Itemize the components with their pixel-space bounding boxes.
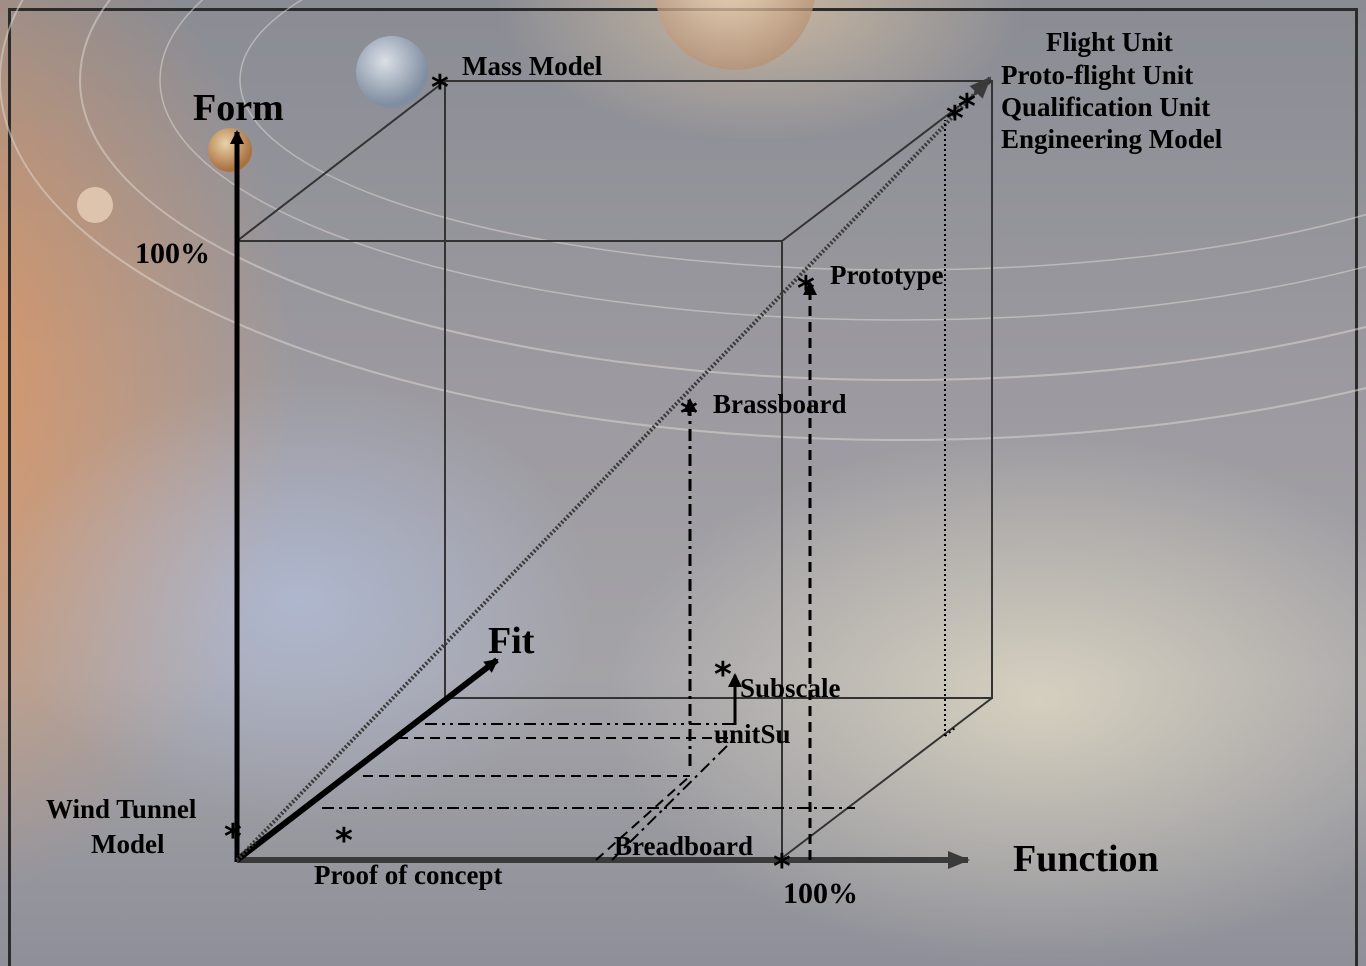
planet-icon xyxy=(77,187,113,223)
proto-flight-unit-label: Proto-flight Unit xyxy=(1001,60,1193,90)
cube-edges xyxy=(236,80,993,859)
brassboard-marker: * xyxy=(680,394,698,434)
cube-edge xyxy=(781,697,993,859)
engineering-model-label: Engineering Model xyxy=(1001,124,1223,154)
subscale-label: Subscale xyxy=(740,673,841,703)
flight-unit-label: Flight Unit xyxy=(1046,27,1173,57)
flight-unit-guide xyxy=(944,727,956,737)
orbit-rings xyxy=(0,0,1366,441)
cube-front-face xyxy=(237,240,783,858)
cube-edge xyxy=(236,80,446,242)
guide-line xyxy=(611,737,736,861)
mass-model-marker: * xyxy=(431,68,449,108)
breadboard-marker: * xyxy=(773,847,791,887)
subscale-marker: * xyxy=(714,655,732,695)
cube-edge xyxy=(781,80,993,242)
breadboard-label: Breadboard xyxy=(614,831,753,861)
fit-axis-title: Fit xyxy=(488,620,535,662)
wind-tunnel-label-line2: Model xyxy=(91,829,165,859)
wind-tunnel-marker: * xyxy=(224,817,242,857)
mass-model-label: Mass Model xyxy=(462,51,603,81)
proof-of-concept-label: Proof of concept xyxy=(314,860,502,890)
proof-of-concept-marker: * xyxy=(335,821,353,861)
wind-tunnel-label: Wind Tunnel xyxy=(46,794,197,824)
function-axis-title: Function xyxy=(1013,838,1159,880)
diagonal-arrow xyxy=(235,76,992,862)
prototype-label: Prototype xyxy=(830,260,943,290)
form-axis-title: Form xyxy=(193,87,284,129)
guide-line xyxy=(595,775,691,861)
prototype-marker: * xyxy=(797,269,815,309)
fit-axis xyxy=(235,657,499,863)
function-max-label: 100% xyxy=(783,877,858,910)
flight-unit-marker: * xyxy=(946,99,964,139)
flight-unit-marker: * xyxy=(958,87,976,127)
unit-su-label: unitSu xyxy=(714,719,791,749)
qualification-unit-label: Qualification Unit xyxy=(1001,92,1210,122)
brassboard-label: Brassboard xyxy=(713,389,847,419)
planet-icon xyxy=(356,36,428,108)
planet-icon xyxy=(655,0,815,70)
form-max-label: 100% xyxy=(135,237,210,270)
